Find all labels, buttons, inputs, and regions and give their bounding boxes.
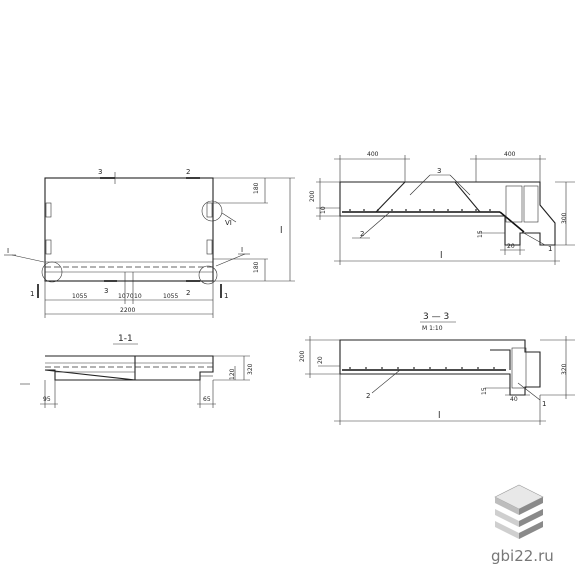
- rebar-dot: [445, 367, 447, 369]
- section-3-3-dim-height-left: 200: [299, 350, 306, 362]
- rebar-dot: [397, 367, 399, 369]
- plan-dim-length: l: [280, 226, 283, 236]
- plan-callout-I-right: I: [241, 246, 243, 254]
- section-3-3-dim-length: l: [438, 411, 441, 421]
- section-3-3: 3 — 3 M 1:10 200 20 320 15 40 2 1: [299, 312, 575, 425]
- rebar-dot: [377, 209, 379, 211]
- section-3-3-dim-small: 15: [481, 387, 488, 395]
- side-view-dim-length: l: [440, 251, 443, 261]
- section-3-3-dim-right-height: 320: [561, 363, 568, 375]
- section-1-1-dim-height: 320: [247, 363, 254, 375]
- rebar-dot: [413, 367, 415, 369]
- plan-dim-total: 2200: [120, 307, 135, 314]
- section-3-3-marker-2: 2: [366, 392, 370, 400]
- rebar-dot: [461, 367, 463, 369]
- rebar-dot: [477, 367, 479, 369]
- stacked-slabs-icon: [494, 484, 544, 539]
- side-view-marker-1: 1: [548, 245, 552, 253]
- section-1-1-dim-right: 65: [203, 396, 211, 403]
- section-3-3-dim-bottom: 40: [510, 396, 518, 403]
- side-view-dim-right-height: 300: [561, 212, 568, 224]
- plan-section-mark-1-right: 1: [224, 292, 228, 300]
- section-3-3-scale: M 1:10: [422, 325, 443, 332]
- watermark-site-text: gbi22.ru: [491, 547, 554, 565]
- plan-callout-VI: VI: [225, 219, 232, 227]
- plan-dim-mid-a: 10: [118, 293, 126, 300]
- rebar-dot: [365, 367, 367, 369]
- side-view-dim-right: 400: [504, 151, 516, 158]
- section-3-3-title: 3 — 3: [423, 312, 449, 322]
- rebar-dot: [349, 209, 351, 211]
- section-3-3-marker-1: 1: [542, 400, 546, 408]
- plan-section-mark-3-bottom: 3: [104, 287, 108, 295]
- section-1-1-dim-step: 120: [229, 368, 236, 380]
- side-view-dim-height-top: 200: [309, 190, 316, 202]
- plan-dim-mid-c: 10: [134, 293, 142, 300]
- section-3-3-bar-dots: [349, 367, 495, 369]
- rebar-dot: [429, 367, 431, 369]
- watermark-logo: gbi22.ru: [477, 477, 567, 567]
- plan-dim-top-offset: 180: [253, 182, 260, 194]
- side-view-marker-2: 2: [360, 230, 364, 238]
- rebar-dot: [419, 209, 421, 211]
- rebar-dot: [461, 209, 463, 211]
- plan-section-mark-3: 3: [98, 168, 102, 176]
- rebar-dot: [493, 367, 495, 369]
- plan-section-mark-2: 2: [186, 168, 190, 176]
- rebar-dot: [489, 209, 491, 211]
- rebar-dot: [475, 209, 477, 211]
- plan-dim-bottom-offset: 180: [253, 261, 260, 273]
- rebar-dot: [381, 367, 383, 369]
- rebar-dot: [363, 209, 365, 211]
- section-1-1-dim-left: 95: [43, 396, 51, 403]
- section-3-3-dim-cover: 20: [317, 356, 324, 364]
- plan-callout-I-left: I: [7, 247, 9, 255]
- side-view-dim-bottom: 20: [507, 243, 515, 250]
- plan-section-mark-2-bottom: 2: [186, 289, 190, 297]
- rebar-dot: [405, 209, 407, 211]
- side-view-bar-dots: [349, 209, 491, 211]
- section-1-1: 1-1 320 120 95 65: [20, 334, 254, 408]
- side-view-dim-cover: 10: [320, 206, 327, 214]
- side-view-marker-3: 3: [437, 167, 441, 175]
- rebar-dot: [447, 209, 449, 211]
- plan-section-mark-1-left: 1: [30, 290, 34, 298]
- plan-view: 3 2 3 2 1 1 I I VI 180 180 l: [4, 168, 295, 318]
- rebar-dot: [391, 209, 393, 211]
- plan-dim-left-part: 1055: [72, 293, 87, 300]
- rebar-dot: [349, 367, 351, 369]
- plan-dim-right-part: 1055: [163, 293, 178, 300]
- side-view-dim-left: 400: [367, 151, 379, 158]
- side-view: 400 400 3 200 10 300 15 20 2 1: [309, 151, 575, 265]
- rebar-dot: [433, 209, 435, 211]
- plan-dim-mid-b: 70: [126, 293, 134, 300]
- section-1-1-title: 1-1: [118, 334, 133, 344]
- side-view-dim-small: 15: [477, 230, 484, 238]
